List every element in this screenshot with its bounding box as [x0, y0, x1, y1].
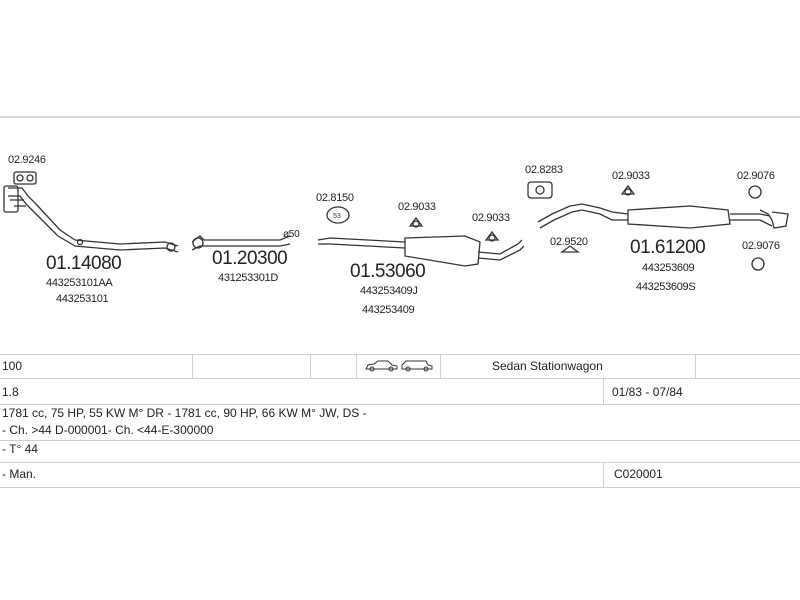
part-ref: 431253301D — [218, 272, 279, 284]
part-code-front-pipe: 01.14080 — [46, 253, 122, 274]
car-icons — [364, 357, 434, 376]
table-row: - T° 44 — [0, 440, 800, 463]
part-code-rear-silencer: 01.61200 — [630, 237, 706, 258]
exhaust-drawing: 53 — [3, 171, 789, 271]
hanger-label: 02.9520 — [550, 236, 588, 248]
hanger-label: 02.9033 — [398, 201, 436, 213]
svg-text:53: 53 — [333, 213, 341, 220]
part-ref: 443253409J — [360, 285, 418, 297]
hanger-label: 02.8283 — [525, 164, 563, 176]
clamp-label: 02.9246 — [8, 154, 46, 166]
ring-icon — [748, 185, 765, 271]
part-ref: 443253101AA — [46, 277, 113, 289]
part-ref: 443253101 — [56, 293, 109, 305]
sedan-stationwagon-icon — [365, 360, 433, 372]
hanger-label: 02.9033 — [472, 212, 510, 224]
catalog-code-cell: C020001 — [614, 467, 663, 481]
transmission-cell: - Man. — [2, 467, 37, 481]
years-cell: 01/83 - 07/84 — [612, 385, 683, 399]
intermediate-pipe-icon — [191, 235, 291, 251]
part-ref: 443253409 — [362, 304, 415, 316]
table-row: 1.8 01/83 - 07/84 — [0, 378, 800, 405]
table-row: - Ch. >44 D-000001- Ch. <44-E-300000 — [0, 422, 800, 440]
clamp-icon — [13, 171, 37, 185]
front-pipe-icon — [3, 185, 179, 253]
top-divider — [0, 116, 800, 118]
specs-cell: 1781 cc, 75 HP, 55 KW M° DR - 1781 cc, 9… — [2, 406, 367, 420]
model-cell: 100 — [2, 359, 23, 373]
type-cell: - T° 44 — [2, 442, 38, 456]
part-ref: 443253609 — [642, 262, 695, 274]
part-ref: 443253609S — [636, 281, 696, 293]
body-types-cell: Sedan Stationwagon — [492, 359, 603, 373]
table-row: - Man. C020001 — [0, 462, 800, 488]
hanger-icon — [527, 181, 553, 199]
table-row: 100 Sedan Stationwagon — [0, 354, 800, 379]
hanger-label: 02.9076 — [737, 170, 775, 182]
chassis-cell: - Ch. >44 D-000001- Ch. <44-E-300000 — [2, 423, 214, 437]
hanger-icon — [408, 184, 636, 242]
hanger-icon: 53 — [326, 206, 350, 224]
exhaust-diagram: 53 — [3, 154, 789, 316]
part-code-intermediate-pipe: 01.20300 — [212, 248, 288, 269]
table-row: 1781 cc, 75 HP, 55 KW M° DR - 1781 cc, 9… — [0, 404, 800, 423]
hanger-label: 02.9076 — [742, 240, 780, 252]
diameter-mark: ø50 — [283, 229, 300, 240]
front-silencer-icon — [317, 235, 525, 267]
rubber-mount-icon — [560, 245, 580, 253]
hanger-label: 02.8150 — [316, 192, 354, 204]
engine-cell: 1.8 — [2, 385, 19, 399]
hanger-label: 02.9033 — [612, 170, 650, 182]
rear-silencer-icon — [537, 203, 789, 229]
part-code-front-silencer: 01.53060 — [350, 261, 426, 282]
